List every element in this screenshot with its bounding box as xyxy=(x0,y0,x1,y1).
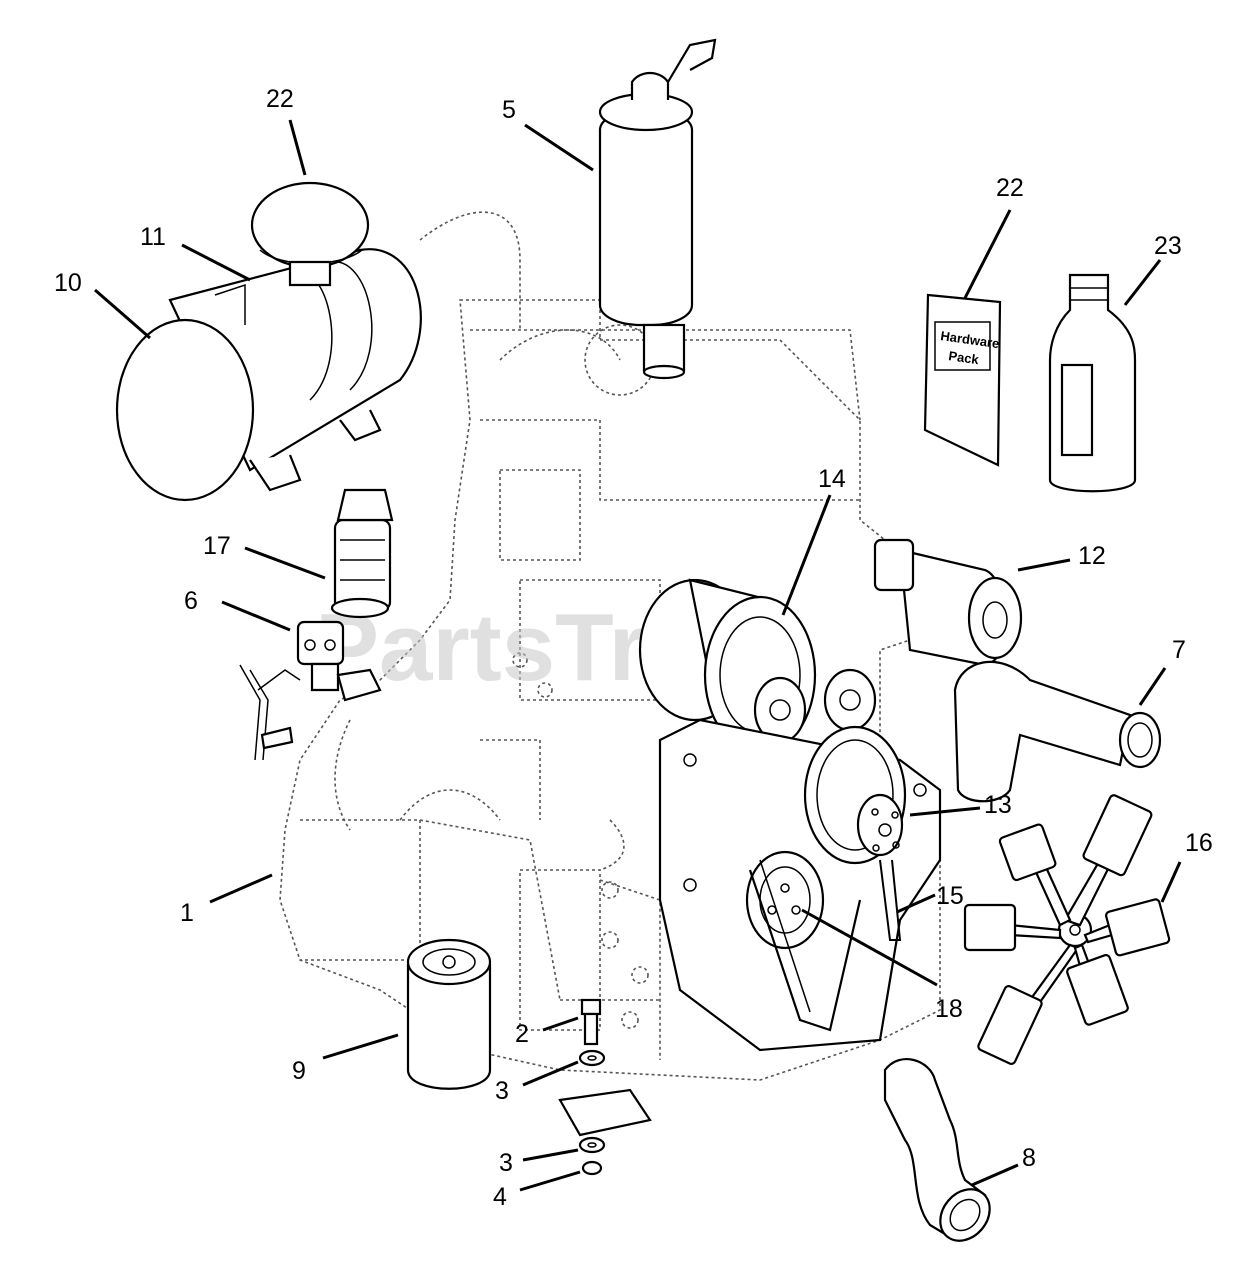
leader-7 xyxy=(1138,667,1167,706)
leader-8 xyxy=(971,1163,1019,1187)
leader-16 xyxy=(1160,861,1182,903)
callout-5: 5 xyxy=(502,96,516,124)
washer-part-3b xyxy=(578,1136,606,1154)
callout-23: 23 xyxy=(1154,232,1182,260)
air-cleaner-part-10 xyxy=(115,248,422,502)
leader-4 xyxy=(519,1170,581,1192)
callout-15: 15 xyxy=(936,882,964,910)
callout-1: 1 xyxy=(180,899,194,927)
leader-14 xyxy=(781,494,832,616)
callout-7: 7 xyxy=(1172,636,1186,664)
leader-10 xyxy=(94,288,151,340)
leader-17 xyxy=(244,546,326,580)
leader-6 xyxy=(221,600,291,632)
fuel-solenoid-part-17 xyxy=(330,488,394,619)
callout-11: 11 xyxy=(140,223,166,251)
engine-mount-bracket xyxy=(558,1088,652,1137)
callout-16: 16 xyxy=(1185,829,1213,857)
callout-17: 17 xyxy=(203,532,231,560)
callout-6: 6 xyxy=(184,587,198,615)
callout-3-upper: 3 xyxy=(495,1077,509,1105)
leader-12 xyxy=(1017,558,1071,572)
callout-2: 2 xyxy=(515,1020,529,1048)
callout-3-lower: 3 xyxy=(499,1149,513,1177)
callout-10: 10 xyxy=(54,269,82,297)
leader-22b xyxy=(963,209,1012,299)
upper-hose-part-7 xyxy=(953,660,1162,803)
alternator-part-14 xyxy=(638,578,877,755)
leader-2 xyxy=(542,1016,579,1032)
leader-13 xyxy=(909,806,981,817)
water-pump-pulley-part-13 xyxy=(803,725,907,865)
washer-part-3a xyxy=(578,1049,606,1067)
callout-9: 9 xyxy=(292,1057,306,1085)
callout-14: 14 xyxy=(818,465,846,493)
starter-part-12 xyxy=(873,538,1023,667)
callout-22-hardware: 22 xyxy=(996,174,1024,202)
callout-22-precleaner: 22 xyxy=(266,85,294,113)
leader-3a xyxy=(522,1060,579,1087)
leader-5 xyxy=(524,123,594,172)
callout-4: 4 xyxy=(493,1183,507,1211)
callout-8: 8 xyxy=(1022,1144,1036,1172)
oil-filter-part-9 xyxy=(406,938,492,1090)
muffler-part-5 xyxy=(598,38,717,380)
leader-18 xyxy=(801,908,938,987)
leader-15 xyxy=(896,893,936,914)
callout-labels: 22 5 11 10 22 23 14 17 6 12 7 13 16 1 15… xyxy=(54,85,1213,1211)
oil-bottle-part-23 xyxy=(1048,273,1137,493)
callout-13: 13 xyxy=(984,791,1012,819)
callout-18: 18 xyxy=(935,995,963,1023)
callout-12: 12 xyxy=(1078,542,1106,570)
fan-belt-part-15 xyxy=(748,859,902,1032)
leader-23 xyxy=(1123,259,1162,306)
precleaner-cap-part-22 xyxy=(250,181,370,287)
bolt-part-2 xyxy=(580,998,602,1046)
leader-11 xyxy=(181,243,251,282)
cooling-fan-part-16 xyxy=(963,794,1171,1065)
hardware-pack-line2: Pack xyxy=(948,348,981,367)
lower-hose-part-8 xyxy=(883,1058,991,1242)
nut-part-4 xyxy=(581,1160,603,1176)
sensor-part-6 xyxy=(239,620,382,761)
leader-3b xyxy=(522,1148,579,1162)
leader-1 xyxy=(209,873,273,904)
leader-22a xyxy=(288,119,307,176)
leader-lines xyxy=(94,119,1182,1192)
hardware-pack-part-22: Hardware Pack xyxy=(923,293,1002,467)
leader-9 xyxy=(322,1033,399,1060)
